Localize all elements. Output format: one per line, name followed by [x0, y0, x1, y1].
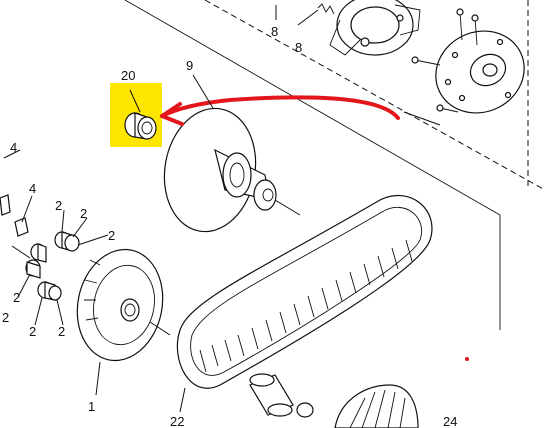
callout-24: 24: [443, 414, 457, 428]
callout-4-top: 4: [10, 140, 17, 155]
callout-2-c: 2: [108, 228, 115, 243]
callout-8-right: 8: [295, 40, 302, 55]
clutch-spring-part: [317, 3, 335, 15]
assembly-outline: [124, 0, 546, 330]
callout-2-e: 2: [2, 310, 9, 325]
callout-22: 22: [170, 414, 184, 428]
primary-fixed-plate-part: [435, 30, 525, 114]
callout-1: 1: [88, 399, 95, 414]
secondary-sheave-part: [163, 107, 277, 233]
callout-2-f: 2: [29, 324, 36, 339]
callout-labels: 20 9 8 8 4 4 2 2 2 2 2 2 2 1 22 24: [2, 24, 457, 428]
callout-2-b: 2: [80, 206, 87, 221]
clutch-fan-part: [334, 384, 419, 428]
callout-2-g: 2: [58, 324, 65, 339]
callout-9: 9: [186, 58, 193, 73]
red-dot-marker: [465, 357, 469, 361]
callout-2-a: 2: [55, 198, 62, 213]
red-arrow-head-icon: [160, 102, 184, 126]
callout-2-d: 2: [13, 290, 20, 305]
roller-weight-parts: [0, 194, 80, 301]
primary-sheave-part: [76, 248, 164, 362]
callout-4: 4: [29, 181, 36, 196]
callout-8-left: 8: [271, 24, 278, 39]
collar-part: [249, 373, 314, 418]
bolt-parts: [411, 8, 479, 113]
bearing-20-part: [124, 112, 157, 140]
v-belt-part: [176, 194, 433, 389]
red-annotation-arrow: [160, 95, 400, 120]
clutch-carrier-part: [329, 0, 421, 56]
callout-20: 20: [121, 68, 135, 83]
leader-lines: [3, 5, 441, 413]
